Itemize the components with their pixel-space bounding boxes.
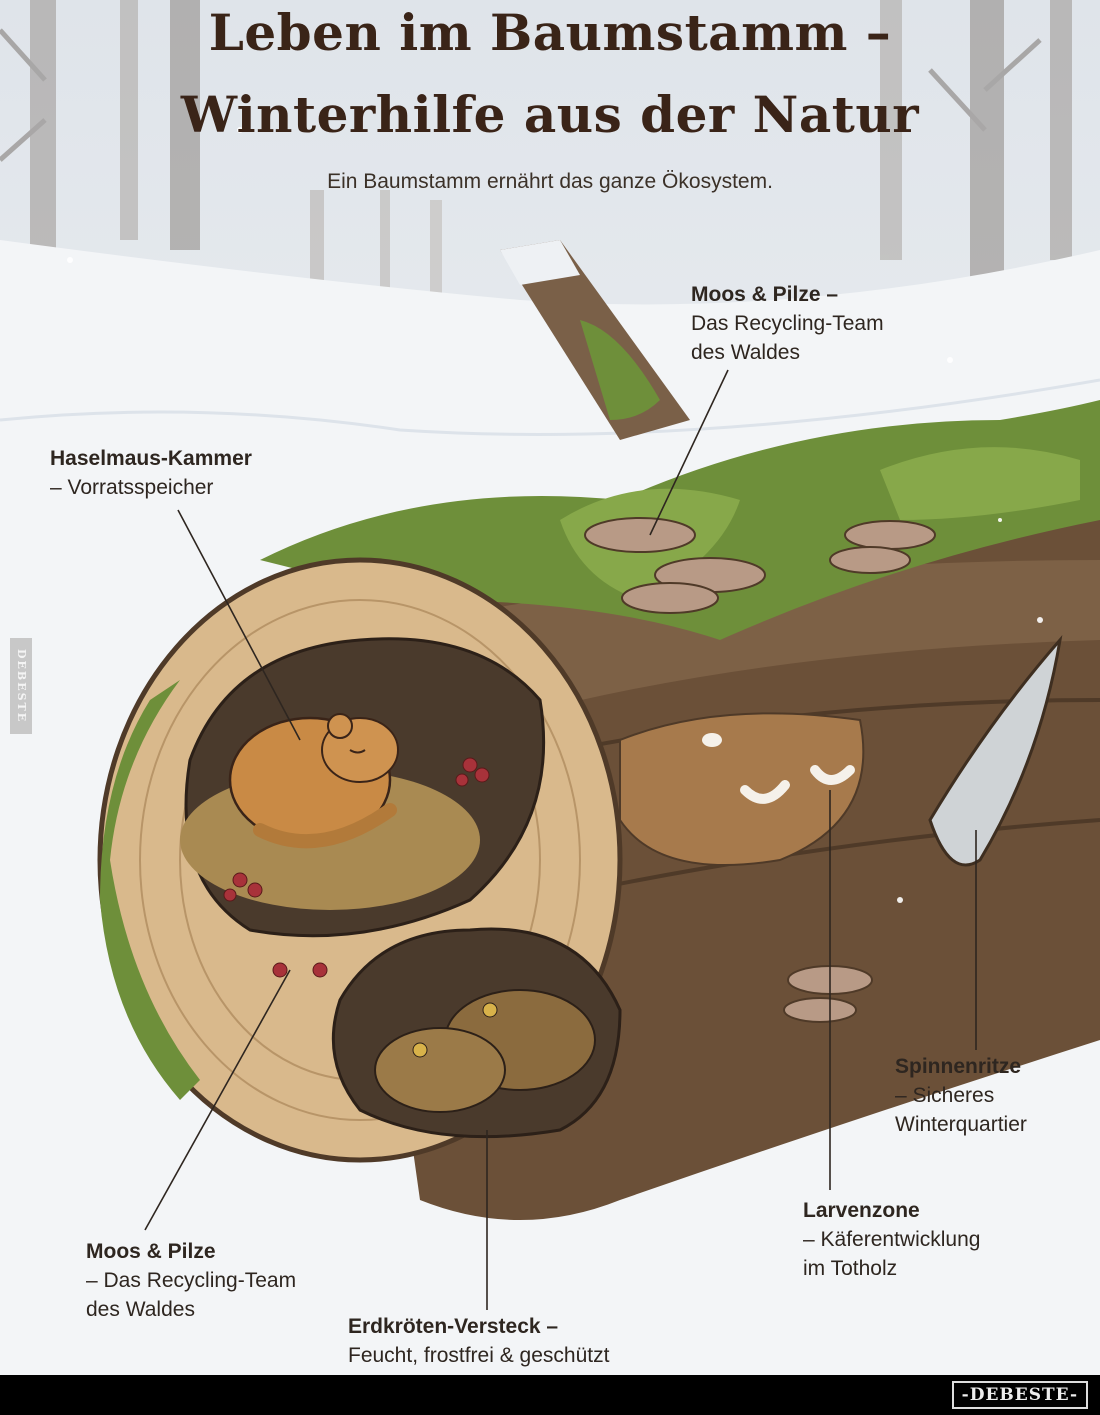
label-title: Spinnenritze — [895, 1055, 1022, 1078]
label-line: – Vorratsspeicher — [50, 476, 214, 499]
toads-icon — [374, 989, 596, 1113]
label-line: – Sicheres — [895, 1084, 995, 1107]
label-title: Larvenzone — [803, 1199, 920, 1222]
label-line: Winterquartier — [895, 1113, 1027, 1136]
label-line: – Das Recycling-Team — [86, 1269, 297, 1292]
forest-trees-icon — [0, 0, 1072, 310]
leader-lines — [144, 369, 977, 1310]
dormouse-icon — [228, 713, 399, 849]
bracket-fungi-icon — [584, 517, 936, 1023]
label-line: des Waldes — [691, 341, 800, 364]
label-title: Erdkröten-Versteck – — [348, 1315, 559, 1338]
label-larvenzone: Larvenzone – Käferentwicklung im Totholz — [803, 1196, 980, 1283]
label-line: im Totholz — [803, 1257, 898, 1280]
label-line: des Waldes — [86, 1298, 195, 1321]
label-line: Feucht, frostfrei & geschützt — [348, 1344, 610, 1367]
illustration-scene: Leben im Baumstamm – Winterhilfe aus der… — [0, 0, 1100, 1375]
label-line: Das Recycling-Team — [691, 312, 884, 335]
label-title: Moos & Pilze — [86, 1240, 216, 1263]
label-line: – Käferentwicklung — [803, 1228, 981, 1251]
footer-bar: -DEBESTE- — [0, 1375, 1100, 1415]
label-spinnenritze: Spinnenritze – Sicheres Winterquartier — [895, 1052, 1027, 1139]
label-title: Haselmaus-Kammer — [50, 447, 252, 470]
label-erdkroeten-versteck: Erdkröten-Versteck – Feucht, frostfrei &… — [348, 1312, 609, 1370]
watermark-side: DEBESTE — [10, 638, 32, 734]
label-moos-pilze-top: Moos & Pilze – Das Recycling-Team des Wa… — [691, 280, 884, 367]
label-haselmaus-kammer: Haselmaus-Kammer – Vorratsspeicher — [50, 444, 252, 502]
subtitle: Ein Baumstamm ernährt das ganze Ökosyste… — [327, 170, 773, 193]
watermark-logo: -DEBESTE- — [951, 1381, 1088, 1409]
label-title: Moos & Pilze – — [691, 283, 839, 306]
log-illustration — [0, 0, 1100, 1310]
title-line-1: Leben im Baumstamm – — [208, 3, 892, 62]
label-moos-pilze-bottom: Moos & Pilze – Das Recycling-Team des Wa… — [86, 1237, 296, 1324]
title-line-2: Winterhilfe aus der Natur — [180, 85, 920, 144]
